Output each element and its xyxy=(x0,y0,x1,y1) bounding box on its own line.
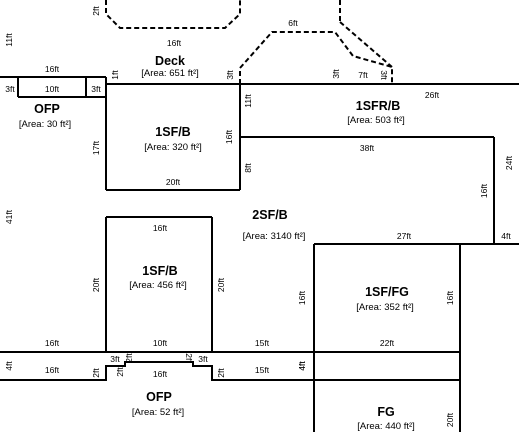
room-area-ofp-top: [Area: 30 ft²] xyxy=(19,119,71,130)
room-area-fg: [Area: 440 ft²] xyxy=(357,421,415,432)
dimension-label: 3ft xyxy=(225,70,235,80)
room-label-1sffg: 1SF/FG xyxy=(365,285,409,299)
room-label-deck: Deck xyxy=(155,54,185,68)
dimension-label: 3ft xyxy=(110,354,120,364)
room-label-1sfrb: 1SFR/B xyxy=(356,99,400,113)
room-area-deck: [Area: 651 ft²] xyxy=(141,68,199,79)
dimension-label: 27ft xyxy=(397,231,412,241)
dimension-label: 16ft xyxy=(153,223,168,233)
dimension-label: 41ft xyxy=(4,209,14,224)
dimension-label: 3ft xyxy=(5,84,15,94)
dimension-label: 16ft xyxy=(45,365,60,375)
room-area-1sfb-top: [Area: 320 ft²] xyxy=(144,142,202,153)
dimension-label: 2ft xyxy=(115,367,125,377)
dimension-label: 16ft xyxy=(297,290,307,305)
deck-outline xyxy=(105,0,393,84)
room-area-1sfb-mid: [Area: 456 ft²] xyxy=(129,280,187,291)
dimension-label: 20ft xyxy=(91,277,101,292)
dimension-label: 24ft xyxy=(504,155,514,170)
dimension-label: 26ft xyxy=(425,90,440,100)
dimension-label: 2ft xyxy=(124,353,134,363)
dimension-label: 6ft xyxy=(288,18,298,28)
room-labels: Deck [Area: 651 ft²] OFP [Area: 30 ft²] … xyxy=(19,54,415,432)
room-label-ofp-bottom: OFP xyxy=(146,390,172,404)
dimension-label: 2ft xyxy=(91,368,101,378)
dimension-label: 16ft xyxy=(153,369,168,379)
dimension-label: 2ft xyxy=(184,353,194,363)
dimension-label: 16ft xyxy=(45,338,60,348)
dimension-label: 3ft xyxy=(198,354,208,364)
dimension-label: 10ft xyxy=(45,84,60,94)
room-area-2sfb: [Area: 3140 ft²] xyxy=(243,231,306,242)
dimension-label: 16ft xyxy=(167,38,182,48)
dimension-label: 3ft xyxy=(91,84,101,94)
dimension-label: 16ft xyxy=(224,129,234,144)
dimension-label: 4ft xyxy=(297,361,307,371)
dimension-label: 7ft xyxy=(358,70,368,80)
room-area-1sffg: [Area: 352 ft²] xyxy=(356,302,414,313)
dimension-label: 3ft xyxy=(331,69,341,79)
building-walls xyxy=(0,76,519,432)
dimension-label: 2ft xyxy=(216,368,226,378)
dimension-label: 20ft xyxy=(445,412,455,427)
dimension-label: 2ft xyxy=(91,6,101,16)
dimension-label: 11ft xyxy=(4,33,14,47)
dimension-label: 15ft xyxy=(255,365,270,375)
dimension-label: 1ft xyxy=(110,70,120,80)
dimension-label: 8ft xyxy=(243,163,253,173)
dimension-label: 16ft xyxy=(479,183,489,198)
dimension-label: 15ft xyxy=(255,338,270,348)
room-area-ofp-bottom: [Area: 52 ft²] xyxy=(132,407,184,418)
room-label-ofp-top: OFP xyxy=(34,102,60,116)
dimension-label: 17ft xyxy=(91,140,101,155)
room-label-2sfb: 2SF/B xyxy=(252,208,287,222)
dimension-label: 22ft xyxy=(380,338,395,348)
dimension-label: 16ft xyxy=(45,64,60,74)
dimension-label: 3ft xyxy=(379,70,389,80)
dimension-labels: 2ft 6ft 11ft 16ft 3ft 3ft 7ft 3ft 16ft 1… xyxy=(4,6,514,427)
dimension-label: 38ft xyxy=(360,143,375,153)
dimension-label: 10ft xyxy=(153,338,168,348)
dimension-label: 20ft xyxy=(166,177,181,187)
dimension-label: 4ft xyxy=(4,361,14,371)
dimension-label: 11ft xyxy=(243,94,253,108)
dimension-label: 4ft xyxy=(297,361,307,371)
room-label-1sfb-mid: 1SF/B xyxy=(142,264,177,278)
room-label-1sfb-top: 1SF/B xyxy=(155,125,190,139)
dimension-label: 20ft xyxy=(216,277,226,292)
dimension-label: 4ft xyxy=(501,231,511,241)
dimension-label: 16ft xyxy=(445,290,455,305)
room-label-fg: FG xyxy=(377,405,394,419)
room-area-1sfrb: [Area: 503 ft²] xyxy=(347,115,405,126)
